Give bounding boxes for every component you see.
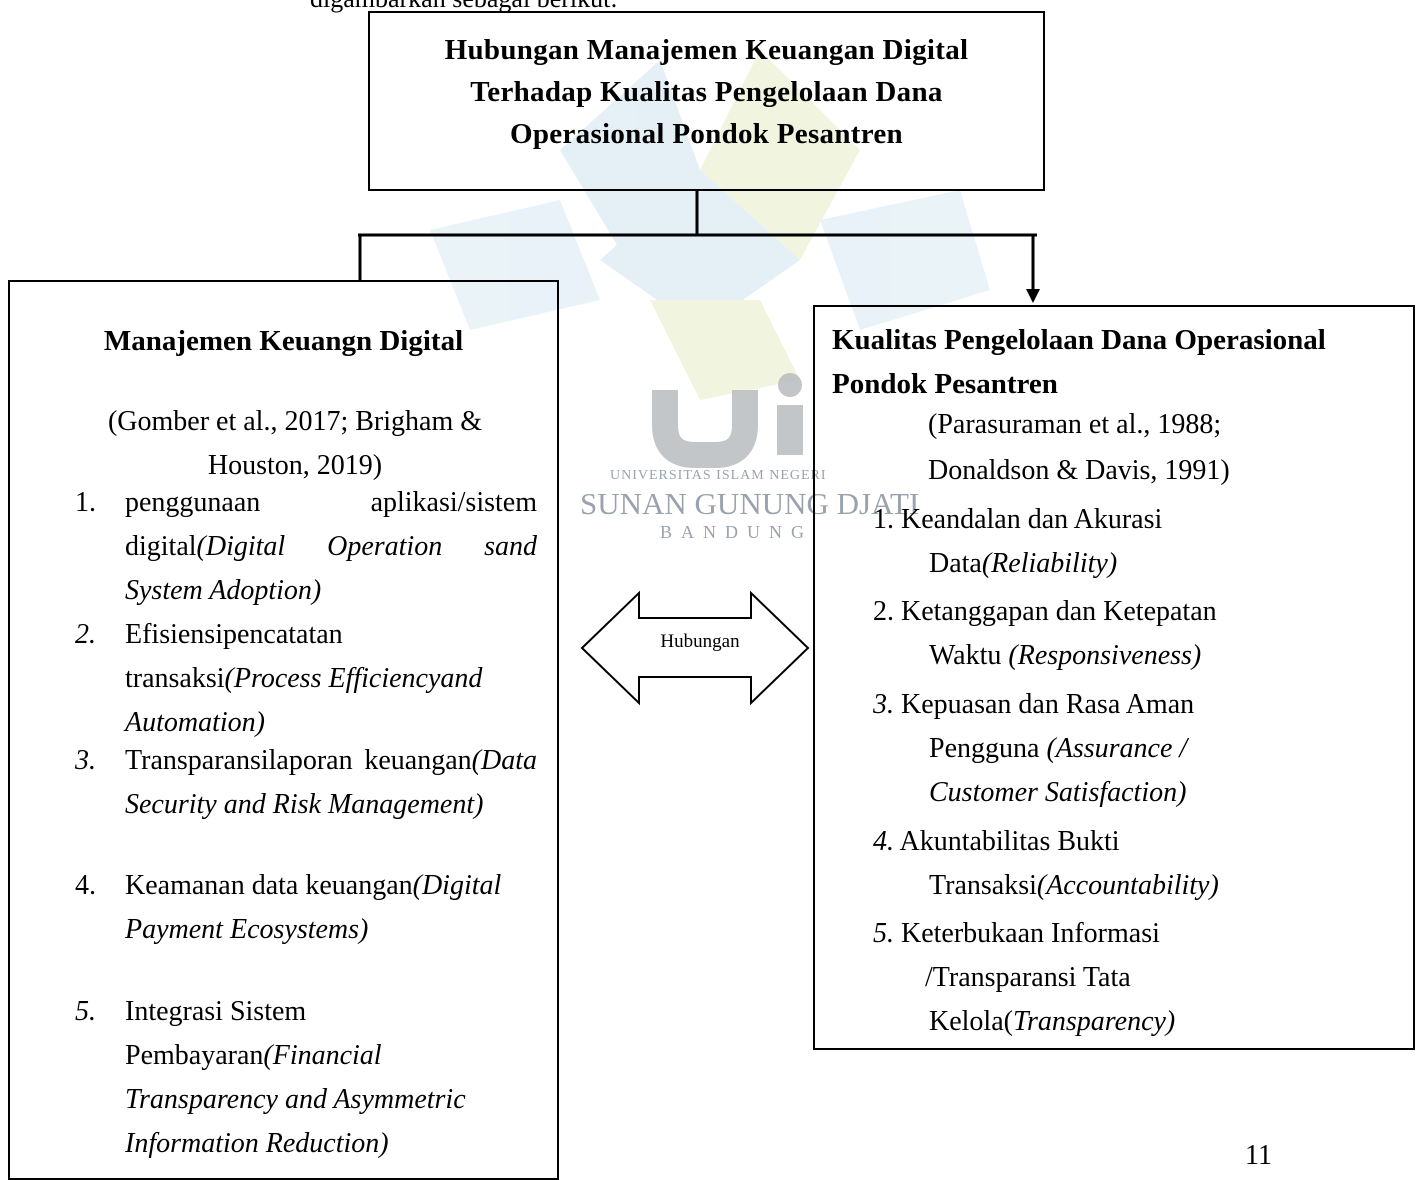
item-body: penggunaan aplikasi/sistem digital(Digit…	[125, 481, 537, 613]
top-title-line: Terhadap Kualitas Pengelolaan Dana	[470, 76, 943, 108]
down-arrowhead	[1026, 289, 1040, 303]
right-list-item: 1. Keandalan dan Akurasi Data(Reliabilit…	[873, 498, 1162, 586]
left-citation-line: Houston, 2019)	[207, 450, 383, 481]
item-italic: (Process Efficiencyand Automation)	[125, 663, 483, 738]
cutoff-intro-text: digambarkan sebagai berikut:	[310, 0, 618, 14]
item-italic: (Data Security and Risk Management)	[125, 745, 537, 820]
right-list-item: 4. Akuntabilitas Bukti Transaksi(Account…	[873, 820, 1219, 908]
arrow-label: Hubungan	[660, 631, 740, 652]
item-italic: (Digital Payment Ecosystems)	[125, 870, 502, 945]
item-text: Kepuasan dan Rasa Aman	[901, 689, 1195, 720]
item-number: 4.	[75, 870, 96, 901]
left-list-item: 3. Transparansilaporan keuangan(Data Sec…	[75, 739, 537, 827]
item-text-cont: Kelola(	[929, 1006, 1013, 1037]
item-text: Keterbukaan Informasi	[901, 918, 1160, 949]
watermark-line1: UNIVERSITAS ISLAM NEGERI	[610, 468, 827, 483]
item-text: Ketanggapan dan Ketepatan	[901, 596, 1217, 627]
right-list-item: 3. Kepuasan dan Rasa Aman Pengguna (Assu…	[873, 683, 1194, 815]
item-number: 4.	[873, 826, 894, 857]
item-body: Efisiensipencatatan transaksi(Process Ef…	[125, 613, 537, 745]
left-list-item: 5. Integrasi Sistem Pembayaran(Financial…	[75, 990, 537, 1166]
top-box-title: Hubungan Manajemen Keuangan Digital Terh…	[370, 29, 1043, 155]
item-italic: (Reliability)	[981, 548, 1118, 579]
item-text: Efisiensipencatatan transaksi	[125, 619, 343, 694]
item-text: penggunaan aplikasi/sistem digital	[125, 487, 537, 562]
left-citation: (Gomber et al., 2017; Brigham & Houston,…	[55, 400, 535, 488]
item-body: Integrasi Sistem Pembayaran(Financial Tr…	[125, 990, 515, 1166]
double-arrow	[580, 590, 810, 706]
item-body: Keamanan data keuangan(Digital Payment E…	[125, 864, 537, 952]
item-number: 1.	[75, 487, 96, 518]
item-text-cont: Waktu	[929, 640, 1009, 671]
right-box-heading: Kualitas Pengelolaan Dana Operasional Po…	[832, 324, 1326, 400]
left-citation-line: (Gomber et al., 2017; Brigham &	[107, 406, 483, 437]
item-number: 5.	[873, 918, 894, 949]
item-number: 3.	[75, 745, 96, 776]
item-number: 2.	[873, 596, 894, 627]
item-text: Akuntabilitas Bukti	[899, 826, 1120, 857]
left-box-heading: Manajemen Keuangn Digital	[103, 325, 464, 357]
item-number: 1.	[873, 504, 894, 535]
left-list-item: 2. Efisiensipencatatan transaksi(Process…	[75, 613, 537, 745]
watermark-line3: BANDUNG	[660, 522, 813, 542]
page-number: 11	[1245, 1140, 1272, 1171]
item-italic: (Accountability)	[1036, 870, 1219, 901]
item-text: Keandalan dan Akurasi	[901, 504, 1163, 535]
item-italic: Customer Satisfaction)	[929, 777, 1187, 808]
right-list-item: 5. Keterbukaan Informasi /Transparansi T…	[873, 912, 1175, 1044]
item-text-cont: Data	[929, 548, 982, 579]
right-citation-line: Donaldson & Davis, 1991)	[928, 455, 1230, 486]
item-number: 3.	[873, 689, 894, 720]
right-citation: (Parasuraman et al., 1988; Donaldson & D…	[928, 402, 1328, 494]
item-body: Transparansilaporan keuangan(Data Securi…	[125, 739, 537, 827]
item-italic: (Responsiveness)	[1008, 640, 1202, 671]
item-text: Integrasi Sistem Pembayaran	[125, 996, 307, 1071]
connector-lines	[358, 191, 1040, 303]
double-arrow-shape	[580, 590, 810, 706]
right-citation-line: (Parasuraman et al., 1988;	[928, 409, 1222, 440]
left-list-item: 4. Keamanan data keuangan(Digital Paymen…	[75, 864, 537, 952]
item-text: Keamanan data keuangan	[125, 870, 413, 901]
item-italic: (Financial Transparency and Asymmetric I…	[125, 1040, 466, 1159]
left-list-item: 1. penggunaan aplikasi/sistem digital(Di…	[75, 481, 537, 613]
item-text-cont: Transaksi	[929, 870, 1037, 901]
item-italic: (Assurance /	[1046, 733, 1188, 764]
top-title-line: Operasional Pondok Pesantren	[510, 118, 903, 150]
item-text-cont: Pengguna	[929, 733, 1047, 764]
top-title-line: Hubungan Manajemen Keuangan Digital	[444, 34, 969, 66]
right-variable-box	[813, 305, 1415, 1050]
right-list-item: 2. Ketanggapan dan Ketepatan Waktu (Resp…	[873, 590, 1217, 678]
item-italic: (Digital Operation sand System Adoption)	[125, 531, 537, 606]
item-number: 5.	[75, 996, 96, 1027]
item-italic: Transparency)	[1012, 1006, 1176, 1037]
top-concept-box: Hubungan Manajemen Keuangan Digital Terh…	[368, 11, 1045, 191]
item-text: Transparansilaporan keuangan	[125, 745, 472, 776]
item-text-cont: /Transparansi Tata	[925, 962, 1131, 993]
item-number: 2.	[75, 619, 96, 650]
